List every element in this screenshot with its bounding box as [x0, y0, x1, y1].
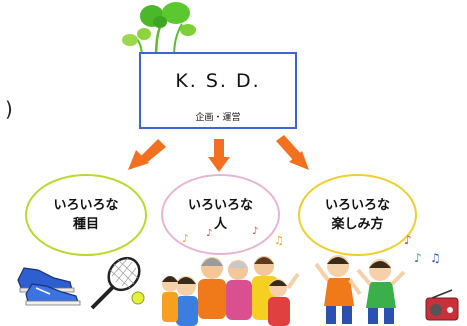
sprout-icon	[122, 2, 196, 59]
ksd-box: K. S. D. 企画・運営	[139, 52, 297, 129]
radio-icon	[425, 289, 459, 321]
side-mark: )	[5, 97, 13, 121]
arrow-down-icon	[208, 139, 230, 172]
svg-text:♫: ♫	[274, 234, 284, 247]
branch-line2: 種目	[72, 217, 99, 232]
svg-text:♫: ♫	[430, 251, 441, 265]
children-exercising-illustration	[314, 255, 406, 324]
svg-text:♪: ♪	[182, 232, 189, 245]
arrow-left-icon	[128, 139, 166, 170]
branch-line2: 人	[213, 216, 227, 232]
svg-text:♪: ♪	[206, 228, 212, 239]
svg-text:♪: ♪	[252, 226, 258, 237]
sneakers-icon	[17, 267, 81, 306]
branch-line1: いろいろな	[324, 198, 390, 213]
branch-oval-events: いろいろな 種目	[25, 174, 147, 256]
tennis-racket-icon	[90, 256, 145, 310]
branch-line1: いろいろな	[53, 198, 119, 213]
music-note-icon: ♪ ♪ ♫	[404, 233, 441, 265]
svg-text:♪: ♪	[404, 233, 412, 247]
ksd-title: K. S. D.	[175, 70, 261, 92]
branch-line1: いろいろな	[187, 197, 253, 213]
branch-oval-people: いろいろな 人	[161, 174, 280, 255]
arrow-right-icon	[276, 135, 309, 170]
branch-oval-enjoyment: いろいろな 楽しみ方	[298, 174, 417, 256]
branch-line2: 楽しみ方	[331, 217, 384, 232]
people-group-illustration	[162, 256, 300, 326]
svg-text:♪: ♪	[414, 251, 422, 265]
music-note-icon: ♪ ♪ ♪ ♫	[182, 226, 284, 247]
ksd-subtitle: 企画・運営	[195, 113, 241, 123]
